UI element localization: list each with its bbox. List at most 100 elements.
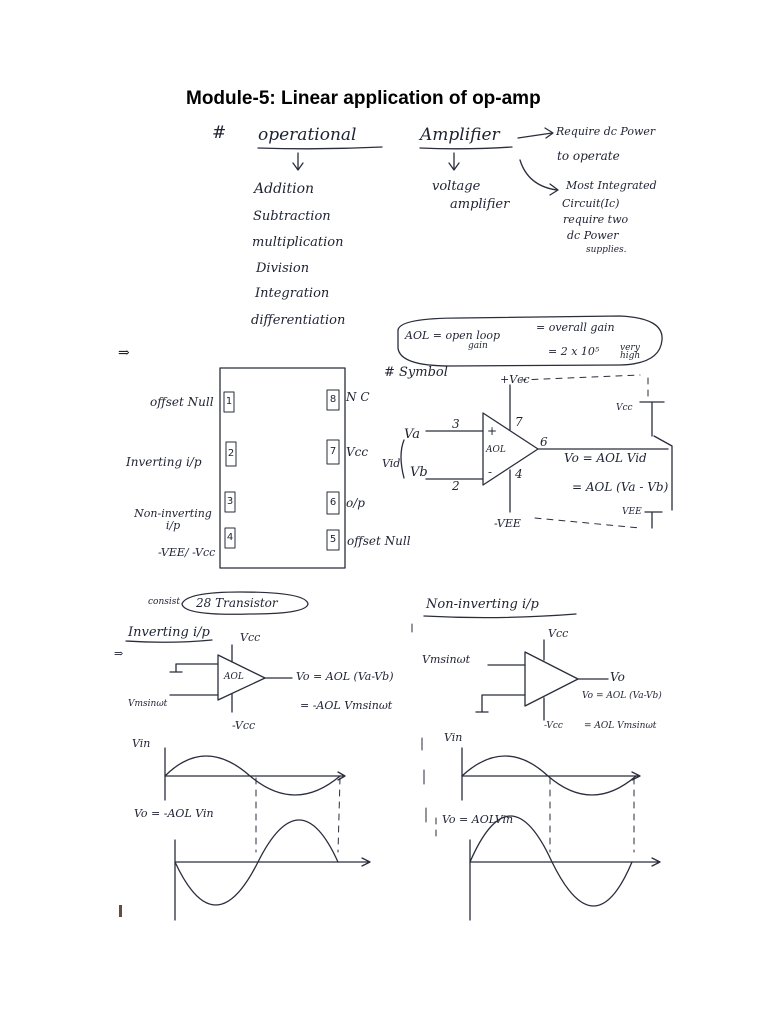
page-edge-mark — [119, 905, 122, 917]
noninverting-vo: Vo — [610, 670, 625, 684]
noninverting-opamp-triangle — [524, 651, 579, 707]
ic-pin-1 — [223, 391, 235, 413]
voltage-amplifier-line-2: amplifier — [450, 197, 510, 212]
power-note-line-1: Require dc Power — [556, 125, 656, 138]
ic-note-line-4: dc Power — [567, 229, 619, 242]
operational-down-arrow — [292, 152, 304, 171]
ic-pin-8 — [326, 389, 340, 411]
transistor-consist: consist — [148, 597, 180, 607]
symbol-opamp-triangle — [482, 412, 539, 486]
symbol-vee-bottom: -VEE — [494, 517, 521, 530]
inverting-vin-axis — [164, 747, 346, 801]
pin-label-output: o/p — [346, 496, 365, 510]
inverting-title: Inverting i/p — [128, 625, 210, 640]
ic-arrow — [519, 159, 559, 196]
operation-integration: Integration — [255, 286, 330, 301]
operation-division: Division — [256, 261, 310, 276]
pin-number-4: 4 — [226, 532, 234, 543]
inverting-dashed-2 — [337, 777, 341, 853]
noninverting-title: Non-inverting i/p — [426, 597, 539, 612]
operation-multiplication: multiplication — [252, 235, 344, 250]
ic-pin-7 — [326, 439, 340, 465]
pin-label-inverting-input: Inverting i/p — [126, 455, 202, 469]
pin-label-offset-null-right: offset Null — [347, 534, 411, 548]
symbol-plus-sign: + — [487, 424, 498, 438]
inverting-equation-1: Vo = AOL (Va-Vb) — [296, 670, 394, 683]
noninverting-vo-wave — [469, 815, 633, 907]
pin-label-noninverting-input: Non-inverting i/p — [134, 507, 212, 533]
symbol-pin-3: 3 — [452, 417, 460, 431]
symbol-pin-7: 7 — [515, 415, 523, 429]
inverting-vcc: Vcc — [240, 631, 261, 644]
arrow-mark-pinout: ⇒ — [118, 345, 130, 361]
heading-hash: # — [212, 123, 227, 143]
ic-note-line-5: supplies. — [586, 245, 627, 255]
page-title: Module-5: Linear application of op-amp — [186, 88, 541, 109]
ic-note-line-2: Circuit(Ic) — [562, 197, 620, 210]
ic-pin-4 — [224, 527, 236, 549]
transistor-count: 28 Transistor — [196, 596, 278, 610]
pin-label-offset-null-left: offset Null — [150, 395, 214, 409]
symbol-vcc-side: Vcc — [616, 403, 633, 413]
pin-number-1: 1 — [225, 396, 233, 407]
inverting-vin-label: Vin — [132, 737, 151, 750]
noninverting-vin-wave — [461, 755, 637, 796]
gain-very-high: very high — [620, 343, 641, 362]
operation-addition: Addition — [254, 181, 315, 197]
pin-label-vcc: Vcc — [346, 445, 369, 459]
pin-number-7: 7 — [329, 446, 337, 457]
ic-pin-2 — [225, 441, 237, 467]
symbol-vid-brace — [400, 439, 405, 479]
inverting-negative-vcc: -Vcc — [232, 719, 256, 732]
noninverting-underline — [423, 613, 577, 619]
inverting-underline — [125, 639, 213, 643]
symbol-vcc-dashed — [519, 374, 641, 381]
operation-subtraction: Subtraction — [253, 209, 331, 224]
symbol-heading: # Symbol — [384, 365, 448, 380]
inverting-equation-2: = -AOL Vmsinωt — [300, 699, 393, 712]
symbol-aol: AOL — [486, 445, 506, 455]
pin-number-6: 6 — [329, 497, 337, 508]
noninverting-vo-label: Vo = AOLVin — [442, 813, 514, 826]
symbol-pin-4: 4 — [515, 467, 523, 481]
gain-value: = 2 x 10⁵ — [548, 345, 600, 358]
ic-package-outline — [219, 367, 346, 569]
inverting-aol: AOL — [224, 672, 244, 682]
symbol-minus-sign: - — [488, 465, 493, 479]
inverting-vo-label: Vo = -AOL Vin — [134, 807, 214, 820]
gain-box-outline — [397, 315, 663, 367]
symbol-vid: Vid — [382, 457, 401, 470]
pin-label-nc: N C — [346, 390, 370, 404]
inverting-ground-wire — [169, 663, 219, 673]
amplifier-underline — [419, 146, 513, 150]
pin-number-5: 5 — [329, 534, 337, 545]
operational-underline — [257, 146, 383, 150]
ic-note-line-3: require two — [563, 213, 629, 226]
symbol-battery — [639, 401, 673, 529]
voltage-amplifier-line-1: voltage — [432, 179, 481, 194]
ic-note-line-1: Most Integrated — [566, 179, 657, 192]
pin-label-negative-supply: -VEE/ -Vcc — [158, 546, 216, 559]
inverting-vo-wave — [174, 819, 339, 906]
symbol-vee-dashed — [534, 517, 641, 529]
symbol-vcc-top: +Vcc — [500, 373, 530, 386]
word-operational: operational — [258, 125, 357, 145]
ic-pin-6 — [326, 491, 340, 515]
arrow-mark-inverting: ⇒ — [114, 647, 124, 660]
noninverting-source: Vmsinωt — [422, 653, 471, 666]
amplifier-down-arrow — [448, 152, 460, 171]
noninverting-vo-axis — [469, 839, 661, 921]
center-divider-marks — [411, 623, 427, 823]
symbol-vb: Vb — [410, 465, 428, 480]
symbol-pin-2: 2 — [452, 479, 460, 493]
power-note-line-2: to operate — [557, 149, 620, 163]
inverting-opamp-triangle — [217, 654, 266, 701]
pin-number-8: 8 — [329, 394, 337, 405]
pin-number-3: 3 — [226, 496, 234, 507]
gain-aol-open-loop: AOL = open loop — [405, 329, 501, 342]
noninverting-vin-label: Vin — [444, 731, 463, 744]
symbol-equation-1: Vo = AOL Vid — [564, 451, 647, 465]
noninverting-equation-2: = AOL Vmsinωt — [584, 721, 657, 731]
